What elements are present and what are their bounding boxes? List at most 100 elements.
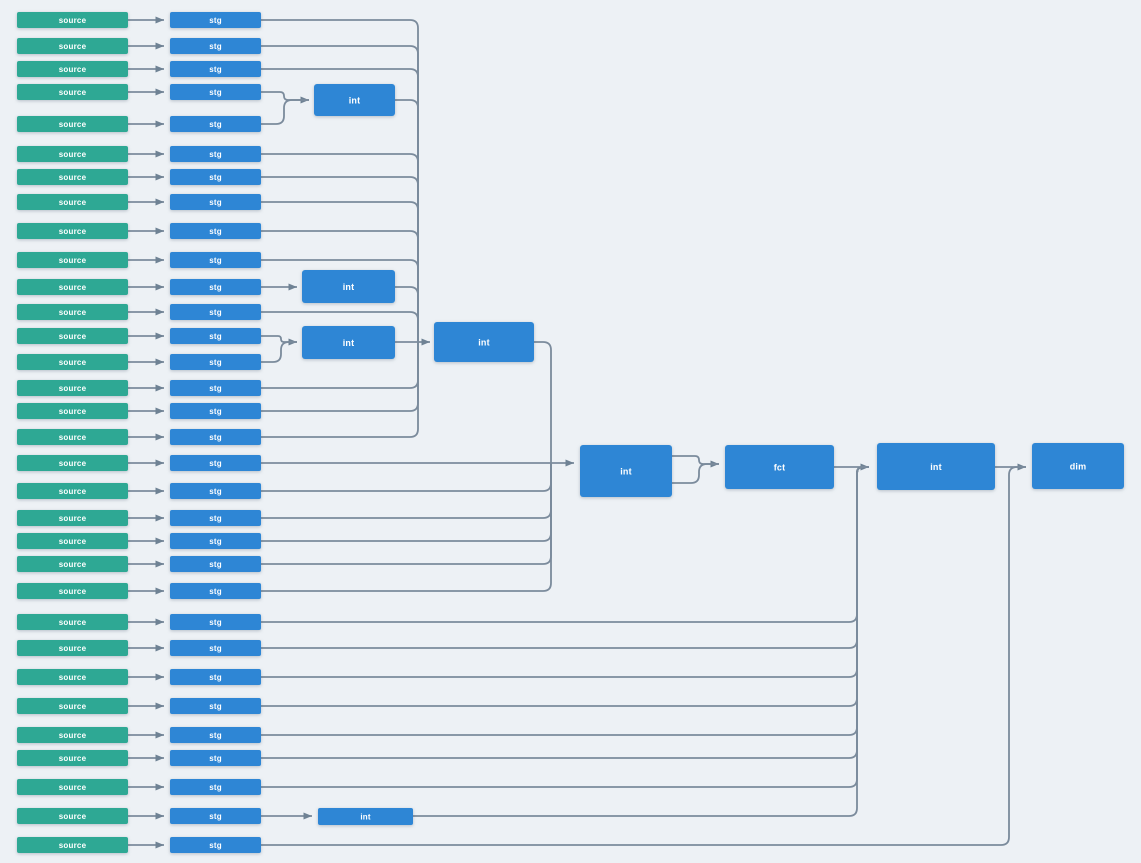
node-source-4[interactable]: source [17, 84, 128, 100]
node-fct-1[interactable]: fct [725, 445, 834, 489]
node-source-9[interactable]: source [17, 223, 128, 239]
node-int-6[interactable]: int [877, 443, 995, 490]
node-stg-28[interactable]: stg [170, 727, 261, 743]
node-stg-3[interactable]: stg [170, 61, 261, 77]
node-stg-24[interactable]: stg [170, 614, 261, 630]
node-source-22[interactable]: source [17, 556, 128, 572]
node-stg-13[interactable]: stg [170, 328, 261, 344]
node-source-14[interactable]: source [17, 354, 128, 370]
node-label-fct-1: fct [774, 463, 786, 473]
node-label-stg-32: stg [209, 841, 222, 850]
node-stg-21[interactable]: stg [170, 533, 261, 549]
edge-int-4-to-int-5 [534, 341, 552, 463]
node-label-dim-1: dim [1070, 462, 1087, 472]
node-stg-10[interactable]: stg [170, 252, 261, 268]
node-source-27[interactable]: source [17, 698, 128, 714]
node-source-17[interactable]: source [17, 429, 128, 445]
node-label-source-21: source [59, 537, 87, 546]
node-label-stg-12: stg [209, 308, 222, 317]
node-int-5[interactable]: int [580, 445, 672, 497]
node-source-31[interactable]: source [17, 808, 128, 824]
node-stg-12[interactable]: stg [170, 304, 261, 320]
node-stg-7[interactable]: stg [170, 169, 261, 185]
node-stg-1[interactable]: stg [170, 12, 261, 28]
node-source-19[interactable]: source [17, 483, 128, 499]
node-label-source-10: source [59, 256, 87, 265]
node-label-stg-31: stg [209, 812, 222, 821]
node-stg-17[interactable]: stg [170, 429, 261, 445]
node-stg-23[interactable]: stg [170, 583, 261, 599]
node-source-7[interactable]: source [17, 169, 128, 185]
node-label-source-7: source [59, 173, 87, 182]
node-stg-15[interactable]: stg [170, 380, 261, 396]
node-stg-31[interactable]: stg [170, 808, 261, 824]
node-source-5[interactable]: source [17, 116, 128, 132]
node-label-source-18: source [59, 459, 87, 468]
node-stg-18[interactable]: stg [170, 455, 261, 471]
node-label-source-27: source [59, 702, 87, 711]
node-stg-29[interactable]: stg [170, 750, 261, 766]
node-source-16[interactable]: source [17, 403, 128, 419]
node-source-10[interactable]: source [17, 252, 128, 268]
node-source-21[interactable]: source [17, 533, 128, 549]
node-stg-14[interactable]: stg [170, 354, 261, 370]
node-label-stg-7: stg [209, 173, 222, 182]
node-label-source-32: source [59, 841, 87, 850]
node-stg-32[interactable]: stg [170, 837, 261, 853]
edge-stg-23-to-int-5 [261, 463, 552, 592]
node-source-1[interactable]: source [17, 12, 128, 28]
node-label-stg-9: stg [209, 227, 222, 236]
node-int-4[interactable]: int [434, 322, 534, 362]
node-stg-6[interactable]: stg [170, 146, 261, 162]
node-label-stg-14: stg [209, 358, 222, 367]
edge-int-7-to-int-6 [413, 466, 869, 817]
node-stg-20[interactable]: stg [170, 510, 261, 526]
node-dim-1[interactable]: dim [1032, 443, 1124, 489]
node-stg-25[interactable]: stg [170, 640, 261, 656]
node-source-24[interactable]: source [17, 614, 128, 630]
node-label-stg-30: stg [209, 783, 222, 792]
node-source-23[interactable]: source [17, 583, 128, 599]
node-source-20[interactable]: source [17, 510, 128, 526]
node-stg-22[interactable]: stg [170, 556, 261, 572]
node-stg-16[interactable]: stg [170, 403, 261, 419]
node-stg-5[interactable]: stg [170, 116, 261, 132]
node-stg-9[interactable]: stg [170, 223, 261, 239]
node-source-6[interactable]: source [17, 146, 128, 162]
node-source-13[interactable]: source [17, 328, 128, 344]
node-source-8[interactable]: source [17, 194, 128, 210]
node-stg-4[interactable]: stg [170, 84, 261, 100]
node-stg-11[interactable]: stg [170, 279, 261, 295]
node-label-int-1: int [349, 96, 361, 106]
node-stg-27[interactable]: stg [170, 698, 261, 714]
node-source-2[interactable]: source [17, 38, 128, 54]
node-source-11[interactable]: source [17, 279, 128, 295]
node-label-source-17: source [59, 433, 87, 442]
node-stg-2[interactable]: stg [170, 38, 261, 54]
node-label-source-3: source [59, 65, 87, 74]
node-int-7[interactable]: int [318, 808, 413, 825]
node-source-29[interactable]: source [17, 750, 128, 766]
node-stg-26[interactable]: stg [170, 669, 261, 685]
node-int-2[interactable]: int [302, 270, 395, 303]
node-source-32[interactable]: source [17, 837, 128, 853]
node-source-18[interactable]: source [17, 455, 128, 471]
edge-stg-4-to-int-1 [261, 91, 309, 104]
node-source-25[interactable]: source [17, 640, 128, 656]
node-label-source-23: source [59, 587, 87, 596]
node-source-15[interactable]: source [17, 380, 128, 396]
node-source-26[interactable]: source [17, 669, 128, 685]
node-source-3[interactable]: source [17, 61, 128, 77]
node-int-3[interactable]: int [302, 326, 395, 359]
node-stg-19[interactable]: stg [170, 483, 261, 499]
node-source-12[interactable]: source [17, 304, 128, 320]
node-stg-8[interactable]: stg [170, 194, 261, 210]
node-source-28[interactable]: source [17, 727, 128, 743]
node-int-1[interactable]: int [314, 84, 395, 116]
node-source-30[interactable]: source [17, 779, 128, 795]
edge-stg-2-to-int-4 [261, 45, 419, 342]
node-stg-30[interactable]: stg [170, 779, 261, 795]
node-label-source-15: source [59, 384, 87, 393]
